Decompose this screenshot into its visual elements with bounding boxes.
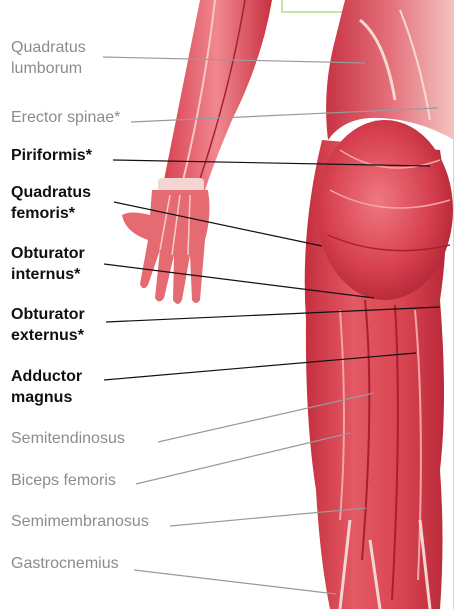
label-piriformis: Piriformis* — [11, 145, 92, 166]
label-obturator-internus: Obturator internus* — [11, 243, 85, 285]
gluteus-maximus — [317, 120, 453, 300]
label-gastrocnemius: Gastrocnemius — [11, 553, 119, 574]
label-semimembranosus: Semimembranosus — [11, 511, 149, 532]
label-obturator-externus: Obturator externus* — [11, 304, 85, 346]
back-muscles — [326, 0, 454, 140]
hand — [122, 190, 209, 304]
label-quadratus-lumborum: Quadratus lumborum — [11, 37, 86, 79]
label-quadratus-femoris: Quadratus femoris* — [11, 182, 91, 224]
label-biceps-femoris: Biceps femoris — [11, 470, 116, 491]
label-semitendinosus: Semitendinosus — [11, 428, 125, 449]
label-erector-spinae: Erector spinae* — [11, 107, 120, 128]
label-adductor-magnus: Adductor magnus — [11, 366, 82, 408]
